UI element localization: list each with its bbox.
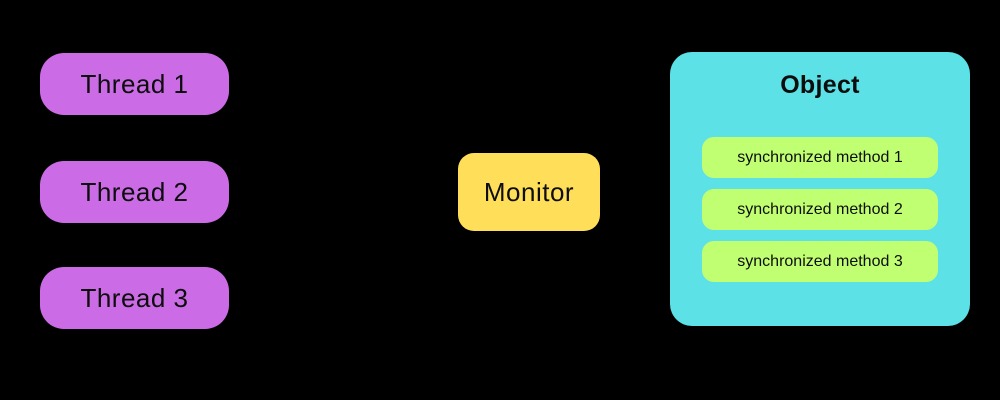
synchronized-method-1-label: synchronized method 1 — [737, 148, 903, 166]
synchronized-method-2-label: synchronized method 2 — [737, 200, 903, 218]
thread-1-label: Thread 1 — [80, 68, 189, 99]
monitor-node: Monitor — [458, 153, 600, 231]
thread-3-node: Thread 3 — [40, 267, 229, 329]
monitor-label: Monitor — [483, 176, 575, 207]
thread-2-node: Thread 2 — [40, 161, 229, 223]
synchronized-method-3-label: synchronized method 3 — [737, 252, 903, 270]
thread-3-label: Thread 3 — [80, 282, 189, 313]
thread-1-node: Thread 1 — [40, 53, 229, 115]
synchronized-methods-list: synchronized method 1 synchronized metho… — [670, 137, 970, 282]
synchronized-method-2-node: synchronized method 2 — [702, 189, 938, 230]
object-title: Object — [780, 71, 860, 99]
synchronized-method-1-node: synchronized method 1 — [702, 137, 938, 178]
object-container: Object synchronized method 1 synchronize… — [670, 52, 970, 326]
thread-2-label: Thread 2 — [80, 176, 189, 207]
synchronized-method-3-node: synchronized method 3 — [702, 241, 938, 282]
